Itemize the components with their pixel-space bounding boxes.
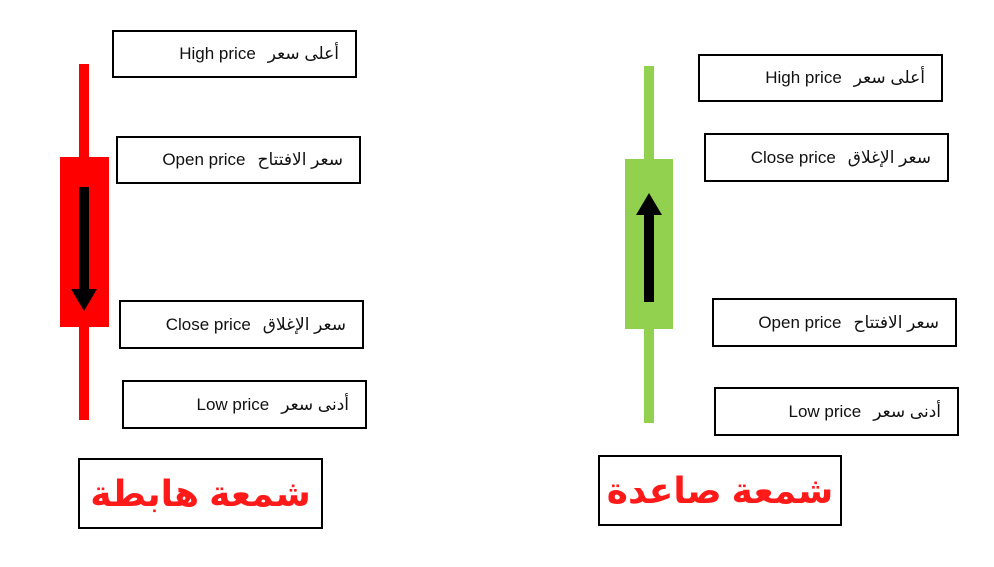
label-en: High price (179, 44, 256, 63)
bullish-close-price-label: Close price سعر الإغلاق (704, 133, 949, 182)
label-ar: أعلى سعر (853, 68, 925, 87)
bullish-open-price-label: Open price سعر الافتتاح (712, 298, 957, 347)
label-ar: سعر الافتتاح (257, 150, 343, 169)
bullish-high-price-label: High price أعلى سعر (698, 54, 943, 102)
arrow-down-icon (71, 187, 97, 311)
label-en: Low price (788, 401, 862, 421)
bearish-low-price-label: Low price أدنى سعر (122, 380, 367, 429)
label-ar: سعر الافتتاح (853, 312, 939, 332)
bearish-close-price-label: Close price سعر الإغلاق (119, 300, 364, 349)
label-en: Close price (165, 314, 251, 334)
bullish-candle-title: شمعة صاعدة (598, 455, 842, 526)
arrow-up-icon (636, 193, 662, 302)
label-en: Open price (758, 312, 842, 332)
bearish-open-price-label: Open price سعر الافتتاح (116, 136, 361, 184)
label-ar: سعر الإغلاق (262, 314, 346, 334)
bearish-high-price-label: High price أعلى سعر (112, 30, 357, 78)
label-ar: أدنى سعر (281, 394, 349, 414)
label-ar: أدنى سعر (873, 401, 941, 421)
label-en: Open price (162, 150, 246, 169)
label-en: Low price (196, 394, 270, 414)
label-ar: أعلى سعر (267, 44, 339, 63)
bullish-low-price-label: Low price أدنى سعر (714, 387, 959, 436)
label-en: High price (765, 68, 842, 87)
label-ar: سعر الإغلاق (847, 147, 931, 167)
label-en: Close price (750, 147, 836, 167)
bearish-candle-title: شمعة هابطة (78, 458, 323, 529)
